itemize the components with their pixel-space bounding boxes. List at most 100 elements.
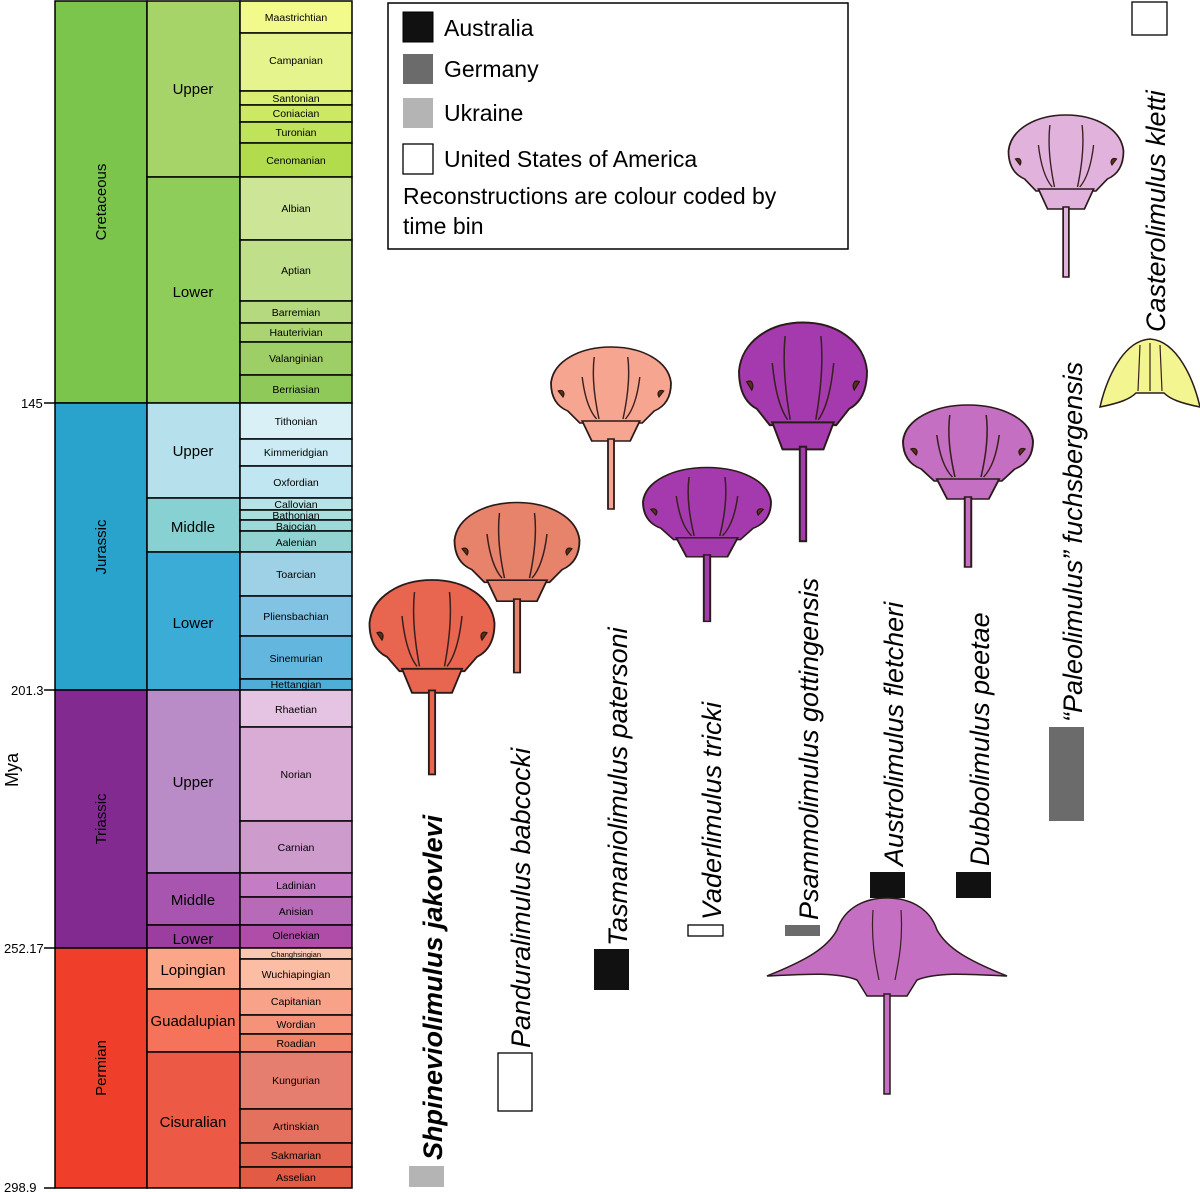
epoch-label: Upper xyxy=(173,774,214,791)
epoch-label: Upper xyxy=(173,81,214,98)
legend-note: time bin xyxy=(403,213,484,239)
epoch-permian-lopingian xyxy=(146,947,241,990)
legend-swatch-germany xyxy=(403,54,433,84)
epoch-permian-guadalupian xyxy=(146,988,241,1053)
period-label: Triassic xyxy=(93,793,110,845)
stage-label: Olenekian xyxy=(272,930,319,942)
axis-title: Mya xyxy=(2,752,22,787)
species-label-vaderlimulus: Vaderlimulus tricki xyxy=(697,701,727,920)
reconstruction-dubbolimulus xyxy=(902,404,1034,568)
reconstructions xyxy=(368,114,1200,1095)
stage-label: Capitanian xyxy=(271,996,321,1008)
stage-label: Pliensbachian xyxy=(263,611,329,623)
legend-note: Reconstructions are colour coded by xyxy=(403,183,777,209)
stage-asselian xyxy=(239,1166,353,1189)
species-label-tasmaniolimulus: Tasmaniolimulus patersoni xyxy=(603,626,633,946)
range-bar-dubbolimulus xyxy=(956,872,991,898)
epoch-label: Lower xyxy=(173,931,214,948)
epoch-cretaceous-lower xyxy=(146,176,241,404)
stage-label: Rhaetian xyxy=(275,704,317,716)
stage-label: Cenomanian xyxy=(266,155,326,167)
tick-201: 201.3 xyxy=(11,683,44,698)
stage-label: Carnian xyxy=(278,842,315,854)
tick-298: 298.9 xyxy=(4,1180,37,1192)
stage-label: Wuchiapingian xyxy=(262,969,331,981)
range-bar-austrolimulus xyxy=(870,872,905,898)
stage-pliensbachian xyxy=(239,595,353,637)
stage-rhaetian xyxy=(239,689,353,728)
stage-label: Hettangian xyxy=(271,679,322,691)
epoch-label: Lower xyxy=(173,615,214,632)
stage-label: Callovian xyxy=(274,499,317,511)
legend: Australia Germany Ukraine United States … xyxy=(387,2,849,250)
species-label-casterolimulus: Casterolimulus kletti xyxy=(1141,89,1171,332)
epoch-cretaceous-upper xyxy=(146,0,241,178)
stage-label: Barremian xyxy=(272,307,321,319)
period-jurassic xyxy=(54,402,148,691)
stage-label: Roadian xyxy=(276,1038,315,1050)
species-label-shpineviolimulus: Shpineviolimulus jakovlevi xyxy=(418,814,448,1160)
period-label: Permian xyxy=(93,1040,110,1096)
stage-label: Albian xyxy=(281,203,310,215)
stage-wuchiapingian xyxy=(239,958,353,990)
stage-label: Norian xyxy=(281,769,312,781)
epoch-label: Cisuralian xyxy=(160,1114,227,1131)
stage-label: Campanian xyxy=(269,55,323,67)
species-label-dubbolimulus: Dubbolimulus peetae xyxy=(965,612,995,866)
stage-toarcian xyxy=(239,551,353,597)
legend-swatch-usa xyxy=(402,143,434,175)
epoch-label: Guadalupian xyxy=(150,1013,235,1030)
period-cretaceous xyxy=(54,0,148,404)
stage-anisian xyxy=(239,896,353,926)
range-bar-panduralimulus xyxy=(497,1052,533,1112)
axis-ticks xyxy=(44,402,55,1189)
stage-label: Tithonian xyxy=(275,416,318,428)
stage-maastrichtian xyxy=(239,0,353,34)
stage-label: Bajocian xyxy=(276,521,316,533)
period-permian xyxy=(54,947,148,1189)
legend-label-germany: Germany xyxy=(444,56,539,82)
stage-label: Bathonian xyxy=(272,510,319,522)
range-bar-vaderlimulus xyxy=(687,924,724,937)
stage-label: Toarcian xyxy=(276,569,316,581)
stage-label: Wordian xyxy=(277,1019,316,1031)
epoch-triassic-upper xyxy=(146,689,241,874)
epoch-permian-cisuralian xyxy=(146,1051,241,1189)
epoch-jurassic-middle xyxy=(146,497,241,553)
stage-label: Oxfordian xyxy=(273,477,319,489)
stage-sinemurian xyxy=(239,635,353,680)
stage-campanian xyxy=(239,32,353,92)
stage-kungurian xyxy=(239,1051,353,1110)
range-bar-paleolimulus xyxy=(1049,727,1084,821)
stage-cenomanian xyxy=(239,142,353,178)
stage-capitanian xyxy=(239,988,353,1016)
stage-aptian xyxy=(239,239,353,302)
range-bars xyxy=(409,1,1168,1187)
range-bar-shpineviolimulus xyxy=(409,1166,444,1187)
stage-label: Changhsingian xyxy=(271,950,321,959)
timescale xyxy=(54,0,353,1189)
species-labels: Shpineviolimulus jakovlevi Panduralimulu… xyxy=(418,89,1171,1160)
legend-swatch-ukraine xyxy=(403,98,433,128)
reconstruction-vaderlimulus xyxy=(642,466,772,623)
reconstruction-paleolimulus xyxy=(1007,114,1125,278)
stage-carnian xyxy=(239,820,353,874)
stage-label: Hauterivian xyxy=(269,327,322,339)
epoch-label: Middle xyxy=(171,892,215,909)
legend-label-usa: United States of America xyxy=(444,146,697,172)
species-label-panduralimulus: Panduralimulus babcocki xyxy=(506,747,536,1048)
species-label-psammolimulus: Psammolimulus gottingensis xyxy=(794,578,824,920)
stage-sakmarian xyxy=(239,1142,353,1168)
stage-label: Asselian xyxy=(276,1172,316,1184)
stage-label: Kungurian xyxy=(272,1075,320,1087)
stage-norian xyxy=(239,726,353,822)
stage-label: Turonian xyxy=(275,127,316,139)
stage-label: Aalenian xyxy=(276,537,317,549)
stage-label: Artinskian xyxy=(273,1121,319,1133)
stage-label: Coniacian xyxy=(273,108,320,120)
reconstruction-shpineviolimulus xyxy=(368,579,496,776)
stage-tithonian xyxy=(239,402,353,440)
stage-label: Berriasian xyxy=(272,384,319,396)
range-bar-psammolimulus xyxy=(785,925,820,936)
